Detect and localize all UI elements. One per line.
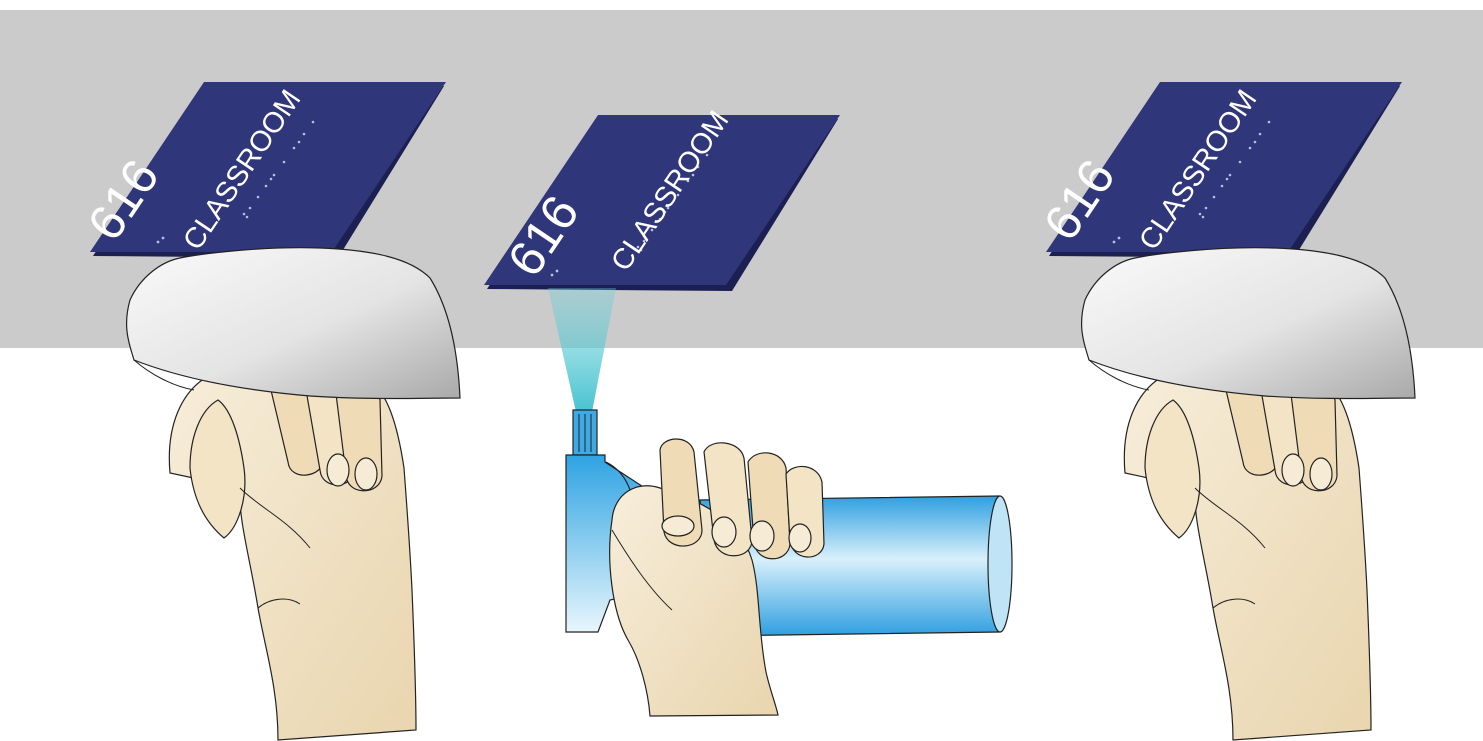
hand-holding-bottle-icon [609, 438, 825, 717]
panel-wipe-right: 616 CLASSROOM [1033, 82, 1416, 741]
panel-spray-middle: 616 CLASSROOM [484, 105, 1013, 717]
sign-middle: 616 CLASSROOM [484, 105, 840, 291]
sign-right: 616 CLASSROOM [1033, 82, 1402, 258]
spray-mist [548, 288, 616, 412]
